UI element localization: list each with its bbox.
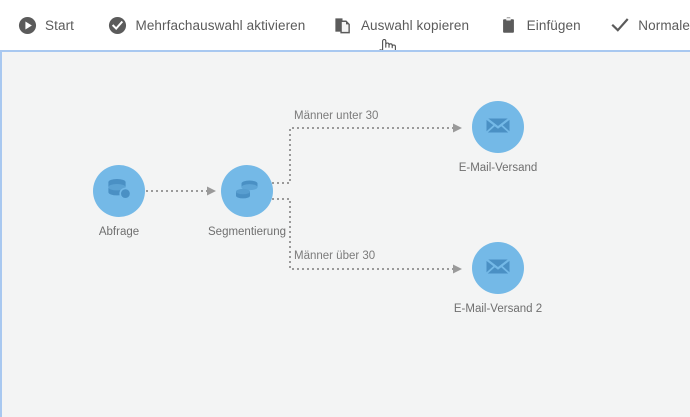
toolbar: Start Mehrfachauswahl aktivieren Au <box>0 0 690 50</box>
toolbar-button-copy-selection[interactable]: Auswahl kopieren <box>333 10 469 40</box>
play-circle-icon <box>17 15 37 35</box>
toolbar-label-copy-selection: Auswahl kopieren <box>360 17 470 33</box>
edge-label-maenner-unter-30: Männer unter 30 <box>294 110 379 122</box>
node-label-segmentierung: Segmentierung <box>208 226 286 238</box>
edge-label-maenner-ueber-30: Männer über 30 <box>294 250 376 262</box>
workflow-node-email-versand[interactable]: E-Mail-Versand <box>438 101 558 176</box>
envelope-icon <box>484 252 512 285</box>
node-circle-abfrage[interactable] <box>93 165 145 217</box>
toolbar-label-paste: Einfügen <box>526 17 581 33</box>
database-query-icon <box>104 174 134 209</box>
toolbar-button-start[interactable]: Start <box>17 10 74 40</box>
node-label-email-versand-2: E-Mail-Versand 2 <box>453 303 543 315</box>
node-label-email-versand: E-Mail-Versand <box>458 162 538 174</box>
workflow-node-abfrage[interactable]: Abfrage <box>59 165 179 240</box>
node-label-abfrage: Abfrage <box>98 226 140 238</box>
clipboard-paste-icon <box>499 15 519 35</box>
toolbar-label-multiselect: Mehrfachauswahl aktivieren <box>135 17 306 33</box>
node-circle-segmentierung[interactable] <box>221 165 273 217</box>
toolbar-button-paste[interactable]: Einfügen <box>499 10 581 40</box>
workflow-node-segmentierung[interactable]: Segmentierung <box>187 165 307 240</box>
toolbar-label-start: Start <box>45 17 75 33</box>
segmentation-icon <box>232 174 262 209</box>
node-circle-email-versand[interactable] <box>472 101 524 153</box>
node-circle-email-versand-2[interactable] <box>472 242 524 294</box>
workflow-canvas-inner: Männer unter 30 Männer über 30 <box>2 52 690 417</box>
workflow-canvas[interactable]: Männer unter 30 Männer über 30 <box>0 50 690 417</box>
check-circle-icon <box>107 15 127 35</box>
toolbar-button-multiselect[interactable]: Mehrfachauswahl aktivieren <box>107 10 305 40</box>
toolbar-button-normal[interactable]: Normale <box>610 10 690 40</box>
copy-icon <box>333 15 353 35</box>
checkmark-icon <box>610 15 630 35</box>
envelope-icon <box>484 111 512 144</box>
workflow-node-email-versand-2[interactable]: E-Mail-Versand 2 <box>438 242 558 317</box>
toolbar-label-normal: Normale <box>638 17 690 33</box>
